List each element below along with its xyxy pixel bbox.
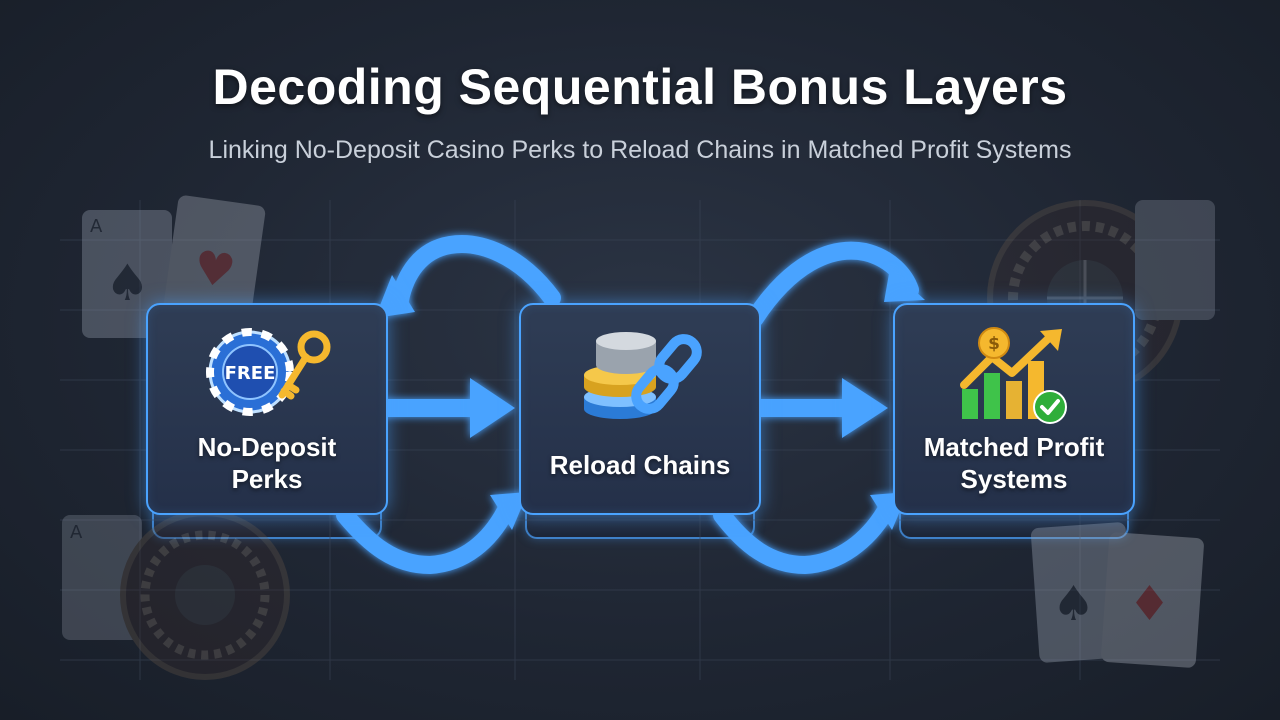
page-subtitle: Linking No-Deposit Casino Perks to Reloa… [208, 136, 1072, 164]
arrow-loop-reload-to-nodeposit [391, 235, 561, 309]
coins-chain-link-icon [570, 327, 710, 427]
page-title: Decoding Sequential Bonus Layers [212, 59, 1068, 115]
playing-cards-decor-top-left: A ♠ ♥ [82, 195, 266, 338]
node-label: Matched Profit Systems [895, 431, 1133, 495]
svg-text:♦: ♦ [1128, 576, 1171, 632]
roulette-wheel-decor-bottom-left: A [62, 510, 290, 680]
svg-text:♠: ♠ [105, 254, 150, 312]
arrowhead-icon [884, 268, 925, 302]
arrowhead-icon [842, 378, 888, 438]
node-label-line1: Matched Profit [923, 432, 1105, 462]
arrow-arc-reload-to-matched-top [746, 241, 919, 327]
playing-cards-decor-bottom-right: ♠ ♦ [1030, 522, 1204, 668]
svg-text:♥: ♥ [190, 240, 238, 299]
node-label-line1: Reload Chains [549, 450, 731, 480]
growth-chart-dollar-icon: $ [954, 327, 1074, 432]
arrowhead-icon [375, 275, 415, 318]
svg-text:♠: ♠ [1052, 576, 1095, 632]
free-chip-key-icon: FREE [202, 327, 332, 422]
arrowhead-icon [470, 378, 515, 438]
chip-free-text: FREE [225, 363, 276, 384]
node-label-line2: Systems [960, 464, 1068, 494]
node-label: No-Deposit Perks [148, 431, 386, 495]
arrow-arc-reload-to-matched-bottom [713, 503, 894, 575]
svg-text:A: A [70, 522, 83, 543]
node-label: Reload Chains [521, 449, 759, 481]
node-no-deposit-perks: FREE No-Deposit Perks [146, 303, 388, 539]
svg-text:A: A [90, 216, 103, 237]
arrowhead-icon [490, 492, 528, 530]
node-label-line2: Perks [231, 464, 303, 494]
node-matched-profit-systems: $ Matched Profit Systems [893, 303, 1135, 539]
arrow-arc-nodeposit-to-reload-bottom [336, 503, 514, 575]
node-label-line1: No-Deposit [197, 432, 337, 462]
svg-text:$: $ [988, 334, 1000, 354]
node-reload-chains: Reload Chains [519, 303, 761, 539]
